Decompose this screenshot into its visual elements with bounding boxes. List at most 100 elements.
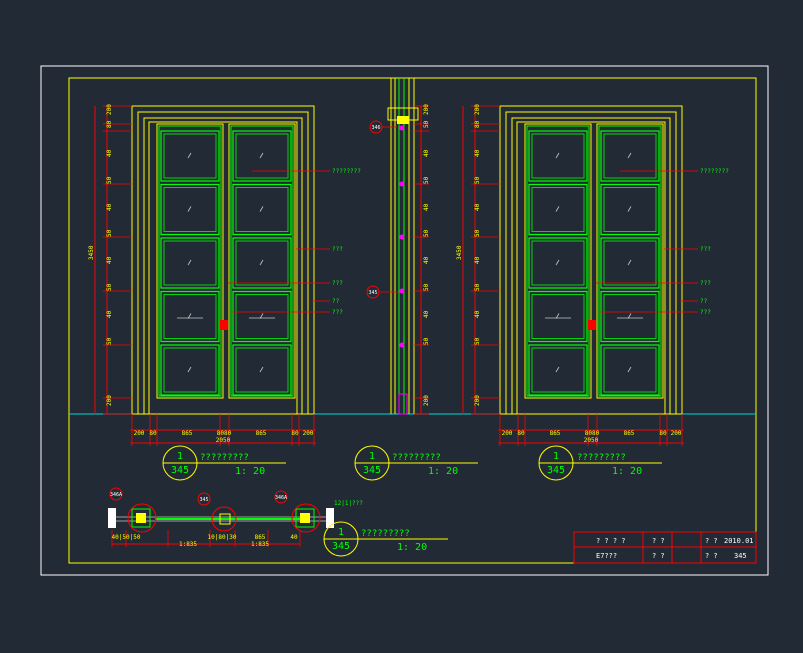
glass-inner: [531, 133, 585, 179]
dim-text: 50: [106, 283, 113, 291]
door-frame-line: [516, 121, 666, 415]
title-name: ?????????: [200, 453, 249, 463]
callout-circle: [109, 487, 123, 501]
section-lock: [397, 116, 409, 124]
section-mark: [399, 234, 405, 240]
paper-border: [40, 65, 769, 576]
dim-text: 80: [517, 430, 525, 437]
dim-text: 40: [423, 149, 430, 157]
callout-circle: [274, 490, 288, 504]
glass-inner: [235, 294, 289, 339]
title-block: ? ? ? ? ? ? ? ? 2010.01 E7??? ? ? ? ? 34…: [573, 531, 757, 564]
title-name: ?????????: [392, 453, 441, 463]
dim-text: 50: [106, 337, 113, 345]
glass-inner: [603, 294, 657, 339]
dim-text: 200: [671, 430, 682, 437]
tag-label: ???: [332, 280, 343, 287]
glass-panel: [232, 237, 292, 289]
title-sheet: 345: [363, 465, 381, 476]
door-leaf: [228, 123, 296, 399]
dim-text: 50: [474, 176, 481, 184]
dim-text: 200: [423, 395, 430, 406]
title-right: 1 345 ????????? 1: 20: [538, 445, 662, 481]
title-plan: 1 345 ????????? 1: 20: [323, 521, 448, 557]
title-scale: 1: 20: [397, 542, 427, 553]
title-num: 1: [369, 451, 375, 462]
tag-label: ???: [700, 246, 711, 253]
tb-r1c4: 2010.01: [724, 537, 754, 545]
glass-mark: [627, 206, 632, 212]
plan-wall: [326, 508, 334, 528]
glass-inner: [163, 240, 217, 286]
dim-text: 80: [659, 430, 667, 437]
glass-inner: [163, 187, 217, 232]
tb-r1c2: ? ?: [652, 537, 665, 545]
dim-text: 40: [474, 203, 481, 211]
dim-text: 50: [474, 229, 481, 237]
title-section: 1 345 ????????? 1: 20: [354, 445, 478, 481]
glass-mark: [259, 366, 264, 373]
glass-inner: [531, 240, 585, 286]
glass-panel: [600, 344, 660, 396]
tag-label: ???: [700, 309, 711, 316]
title-num: 1: [338, 527, 344, 538]
dim-total: 2050: [216, 437, 231, 444]
tb-r1c3: ? ?: [705, 537, 718, 545]
dim-text: 865: [182, 430, 193, 437]
glass-panel: [600, 130, 660, 182]
glass-mark: [627, 152, 632, 159]
glass-inner: [531, 294, 585, 339]
dim-text: 200: [502, 430, 513, 437]
door-handle: [588, 320, 596, 330]
door-frame-line: [148, 121, 298, 415]
section-sill: [398, 393, 408, 415]
door-handle: [220, 320, 228, 330]
leaf-border: [230, 125, 294, 397]
dim-total: 3450: [456, 245, 463, 260]
section-mark: [399, 181, 405, 187]
glass-panel: [160, 183, 220, 236]
glass-mark: [627, 366, 632, 373]
dim-text: 50: [106, 176, 113, 184]
title-name: ?????????: [577, 453, 626, 463]
dim-text: 50: [423, 229, 430, 237]
dim-text: 50: [474, 337, 481, 345]
glass-inner: [603, 133, 657, 179]
title-scale: 1: 20: [235, 466, 265, 477]
dim-text: 200: [474, 104, 481, 115]
tag-label: ????????: [700, 168, 729, 175]
plan-jamb: [131, 508, 151, 528]
dim-text: 865: [256, 430, 267, 437]
title-sheet: 345: [171, 465, 189, 476]
glass-mark: [259, 206, 264, 212]
glass-mark: [259, 152, 264, 159]
tb-r2c2: ? ?: [652, 552, 665, 560]
dim-text: 40: [474, 149, 481, 157]
tag-label: ??: [700, 298, 708, 305]
glass-mark: [259, 259, 264, 266]
glass-panel: [232, 130, 292, 182]
dim-text: 40: [106, 256, 113, 264]
plan-meeting: [219, 513, 231, 525]
dim-text: 8080: [585, 430, 600, 437]
tag-label: ??: [332, 298, 340, 305]
glass-mark: [555, 152, 560, 159]
detail-circle: [291, 503, 321, 533]
dim-text: 200: [303, 430, 314, 437]
glass-inner: [163, 294, 217, 339]
glass-panel: [600, 237, 660, 289]
callout-text: 346: [371, 125, 380, 131]
dim-text: 80: [474, 120, 481, 128]
door-leaf: [156, 123, 224, 399]
glass-inner: [531, 347, 585, 393]
dim-text: 50: [106, 229, 113, 237]
tb-r2c3: ? ?: [705, 552, 718, 560]
glass-mark: [555, 259, 560, 266]
dim-text: 50: [423, 337, 430, 345]
tag-label: ???: [332, 246, 343, 253]
glass-inner: [235, 187, 289, 232]
leaf-border: [526, 125, 590, 397]
glass-panel: [528, 344, 588, 396]
